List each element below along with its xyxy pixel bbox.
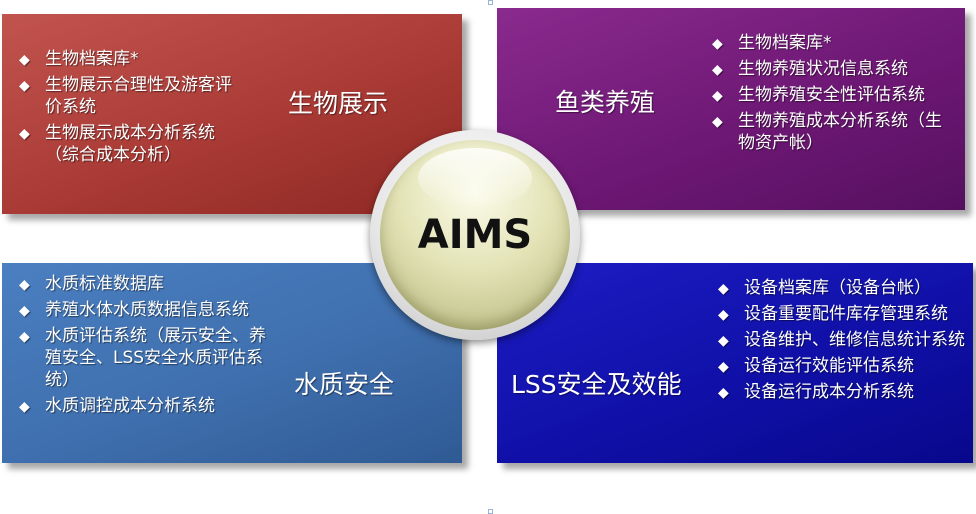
diamond-icon: ◆ — [712, 36, 723, 52]
list-item: ◆设备运行成本分析系统 — [718, 382, 914, 402]
list-item: ◆水质标准数据库 — [19, 274, 164, 294]
center-label: AIMS — [417, 212, 533, 258]
diamond-icon: ◆ — [718, 333, 729, 349]
item-list: ◆生物档案库* ◆生物养殖状况信息系统 ◆生物养殖安全性评估系统 ◆生物养殖成本… — [709, 32, 954, 158]
item-list: ◆设备档案库（设备台帐） ◆设备重要配件库存管理系统 ◆设备维护、维修信息统计系… — [715, 277, 967, 407]
list-item: ◆设备重要配件库存管理系统 — [718, 304, 948, 324]
item-list: ◆水质标准数据库 ◆养殖水体水质数据信息系统 ◆水质评估系统（展示安全、养殖安全… — [16, 273, 274, 421]
diamond-icon: ◆ — [718, 385, 729, 401]
list-item: ◆生物养殖成本分析系统（生物资产帐） — [712, 111, 942, 153]
center-hub-core: AIMS — [380, 140, 570, 330]
diamond-icon: ◆ — [19, 399, 30, 415]
list-item: ◆设备维护、维修信息统计系统 — [718, 330, 965, 350]
list-item: ◆设备运行效能评估系统 — [718, 356, 914, 376]
list-item: ◆生物档案库* — [19, 49, 139, 69]
selection-handle — [488, 0, 493, 5]
list-item: ◆生物档案库* — [712, 33, 832, 53]
list-item: ◆生物展示成本分析系统（综合成本分析） — [19, 123, 215, 165]
hub-gloss — [418, 148, 532, 208]
diamond-icon: ◆ — [19, 126, 30, 142]
diamond-icon: ◆ — [712, 114, 723, 130]
list-item: ◆设备档案库（设备台帐） — [718, 278, 931, 298]
item-list: ◆生物档案库* ◆生物展示合理性及游客评价系统 ◆生物展示成本分析系统（综合成本… — [16, 48, 238, 170]
diamond-icon: ◆ — [19, 303, 30, 319]
quadrant-water-quality: ◆水质标准数据库 ◆养殖水体水质数据信息系统 ◆水质评估系统（展示安全、养殖安全… — [2, 263, 462, 463]
diamond-icon: ◆ — [19, 52, 30, 68]
quadrant-title: LSS安全及效能 — [511, 370, 682, 399]
quadrant-lss-safety-efficiency: LSS安全及效能 ◆设备档案库（设备台帐） ◆设备重要配件库存管理系统 ◆设备维… — [497, 263, 973, 463]
quadrant-title: 鱼类养殖 — [555, 88, 656, 117]
diamond-icon: ◆ — [712, 62, 723, 78]
quadrant-title: 生物展示 — [288, 89, 389, 118]
list-item: ◆生物展示合理性及游客评价系统 — [19, 75, 232, 117]
diamond-icon: ◆ — [19, 277, 30, 293]
list-item: ◆养殖水体水质数据信息系统 — [19, 300, 249, 320]
list-item: ◆生物养殖状况信息系统 — [712, 59, 908, 79]
diamond-icon: ◆ — [718, 307, 729, 323]
list-item: ◆水质评估系统（展示安全、养殖安全、LSS安全水质评估系统） — [19, 326, 266, 390]
list-item: ◆水质调控成本分析系统 — [19, 396, 215, 416]
quadrant-fish-farming: 鱼类养殖 ◆生物档案库* ◆生物养殖状况信息系统 ◆生物养殖安全性评估系统 ◆生… — [497, 8, 965, 210]
quadrant-title: 水质安全 — [294, 370, 395, 399]
diamond-icon: ◆ — [19, 78, 30, 94]
list-item: ◆生物养殖安全性评估系统 — [712, 85, 925, 105]
center-hub: AIMS — [370, 130, 580, 340]
quadrant-biological-display: ◆生物档案库* ◆生物展示合理性及游客评价系统 ◆生物展示成本分析系统（综合成本… — [2, 14, 462, 214]
diamond-icon: ◆ — [19, 329, 30, 345]
selection-handle — [488, 509, 493, 514]
diamond-icon: ◆ — [712, 88, 723, 104]
diamond-icon: ◆ — [718, 359, 729, 375]
diamond-icon: ◆ — [718, 281, 729, 297]
